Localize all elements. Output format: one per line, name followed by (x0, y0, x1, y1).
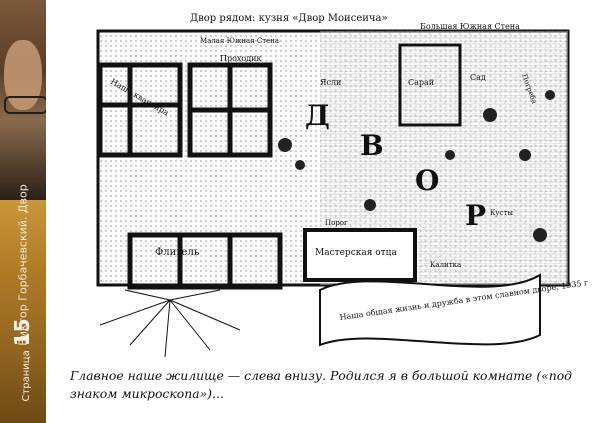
map-wing: Флигель (155, 247, 200, 258)
map-top-title: Двор рядом: кузня «Двор Моисеича» (190, 13, 388, 24)
author-face (4, 40, 42, 110)
author-photo (0, 0, 46, 200)
map-shed: Ясли (320, 78, 341, 87)
yard-letter-3: О (415, 164, 439, 197)
map-small-wall: Малая Южная Стена (200, 37, 279, 45)
wing-block (127, 232, 283, 290)
workshop-block (303, 228, 417, 282)
yard-letters: Д В О Р (305, 99, 486, 232)
house-block (97, 62, 273, 158)
gold-band (0, 200, 46, 423)
trees (278, 90, 555, 242)
page-label: Страница (21, 350, 32, 402)
yard-map: Двор рядом: кузня «Двор Моисеича» Больша… (70, 5, 588, 361)
compass-rose (99, 289, 241, 358)
map-big-wall: Большая Южная Стена (420, 22, 520, 31)
map-workshop: Мастерская отца (315, 248, 397, 258)
yard-letter-1: Д (305, 99, 330, 132)
page-marker: Страница 15 (10, 318, 34, 401)
ribbon-scroll: Наша общая жизнь и дружба в этом славном… (319, 273, 588, 347)
map-garden: Сад (470, 73, 486, 82)
barn-block (398, 43, 462, 127)
glasses-icon (4, 96, 46, 114)
yard-map-drawing: Двор рядом: кузня «Двор Моисеича» Больша… (96, 13, 588, 358)
map-porch: Порог (325, 219, 348, 227)
map-passage: Проходик (220, 54, 262, 63)
page-number: 15 (10, 318, 34, 347)
map-gate: Калитка (430, 261, 461, 269)
map-barn: Сарай (408, 78, 434, 87)
yard-letter-2: В (360, 129, 384, 162)
figure-caption: Главное наше жилище — слева внизу. Родил… (70, 368, 573, 401)
map-bushes: Кусты (490, 209, 513, 217)
book-side-strip: Виктор Горбачевский. Двор Страница15 (0, 0, 46, 423)
yard-letter-4: Р (465, 199, 486, 232)
